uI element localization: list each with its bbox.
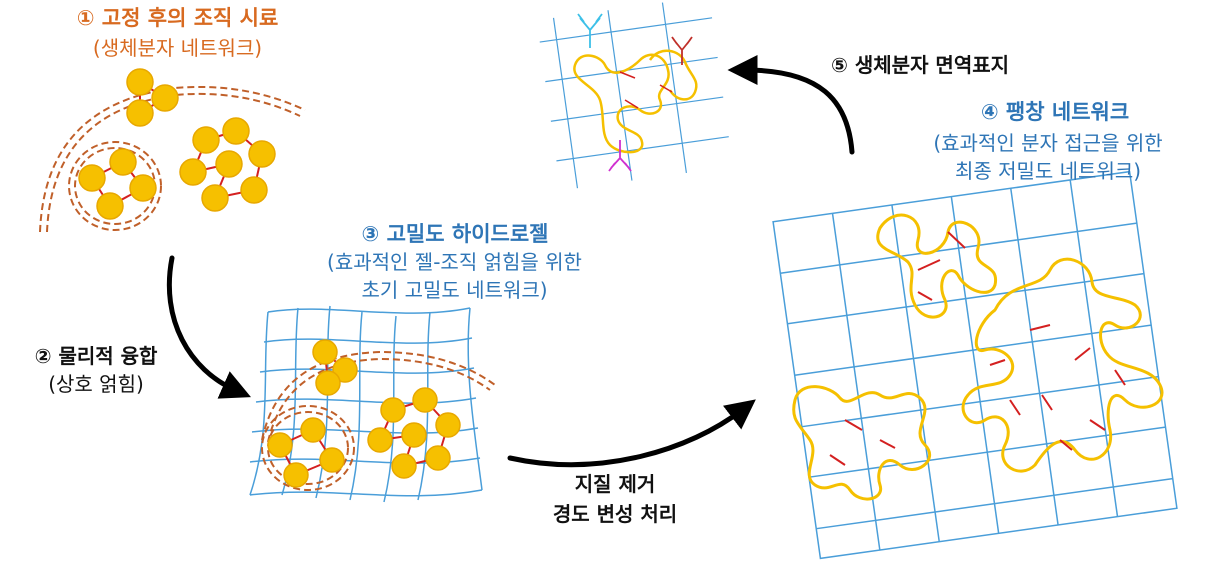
step3-title: ③ 고밀도 하이드로젤 — [361, 222, 549, 246]
step2-subtitle: (상호 얽힘) — [48, 372, 144, 396]
antibody-cyan-icon — [577, 13, 603, 48]
step2-title: ② 물리적 융합 — [34, 344, 158, 368]
arrow-step4-to-step5 — [727, 55, 855, 155]
process-arrows — [166, 55, 855, 468]
inner-vesicle-outer — [68, 141, 162, 231]
expanded-network-illustration — [772, 170, 1178, 560]
expanded-crosslinks — [829, 231, 1126, 466]
immuno-grid — [539, 2, 729, 189]
expanded-polymer-chains — [792, 213, 1164, 501]
biomolecules — [78, 68, 276, 220]
immunolabeling-illustration — [539, 2, 729, 189]
step4-title: ④ 팽창 네트워크 — [980, 100, 1130, 124]
antibody-icons — [577, 13, 693, 172]
hydrogel-vesicle-inner — [267, 411, 349, 485]
hydrogel-membrane-inner — [267, 357, 491, 443]
hydrogel-mesh — [249, 305, 483, 503]
hydrogel-membrane-outer — [261, 350, 496, 441]
expanded-grid — [772, 170, 1178, 560]
hydrogel-vesicle-outer — [261, 405, 355, 491]
step4-subtitle-line1: (효과적인 분자 접근을 위한 — [933, 131, 1163, 155]
immuno-crosslinks — [619, 71, 673, 109]
step1-title: ① 고정 후의 조직 시료 — [76, 6, 279, 30]
antibody-magenta-icon — [608, 140, 632, 172]
dense-hydrogel-illustration — [249, 305, 496, 503]
immuno-polymer-chains — [573, 49, 698, 154]
hydrogel-crosslinks — [279, 351, 449, 476]
process-label-line1: 지질 제거 — [574, 472, 656, 496]
step1-subtitle: (생체분자 네트워크) — [92, 36, 263, 60]
step3-subtitle-line2: 초기 고밀도 네트워크) — [361, 278, 548, 302]
step3-subtitle-line1: (효과적인 젤-조직 얽힘을 위한 — [327, 250, 582, 274]
hydrogel-biomolecules — [267, 339, 461, 488]
arrow-step1-to-step3 — [166, 255, 251, 399]
process-label-line2: 경도 변성 처리 — [552, 502, 678, 526]
tissue-sample-illustration — [39, 68, 306, 233]
arrow-step3-to-step4 — [507, 399, 756, 468]
step4-subtitle-line2: 최종 저밀도 네트워크) — [954, 159, 1142, 183]
step5-title: ⑤ 생체분자 면역표지 — [830, 53, 1010, 77]
antibody-red-icon — [671, 36, 693, 65]
